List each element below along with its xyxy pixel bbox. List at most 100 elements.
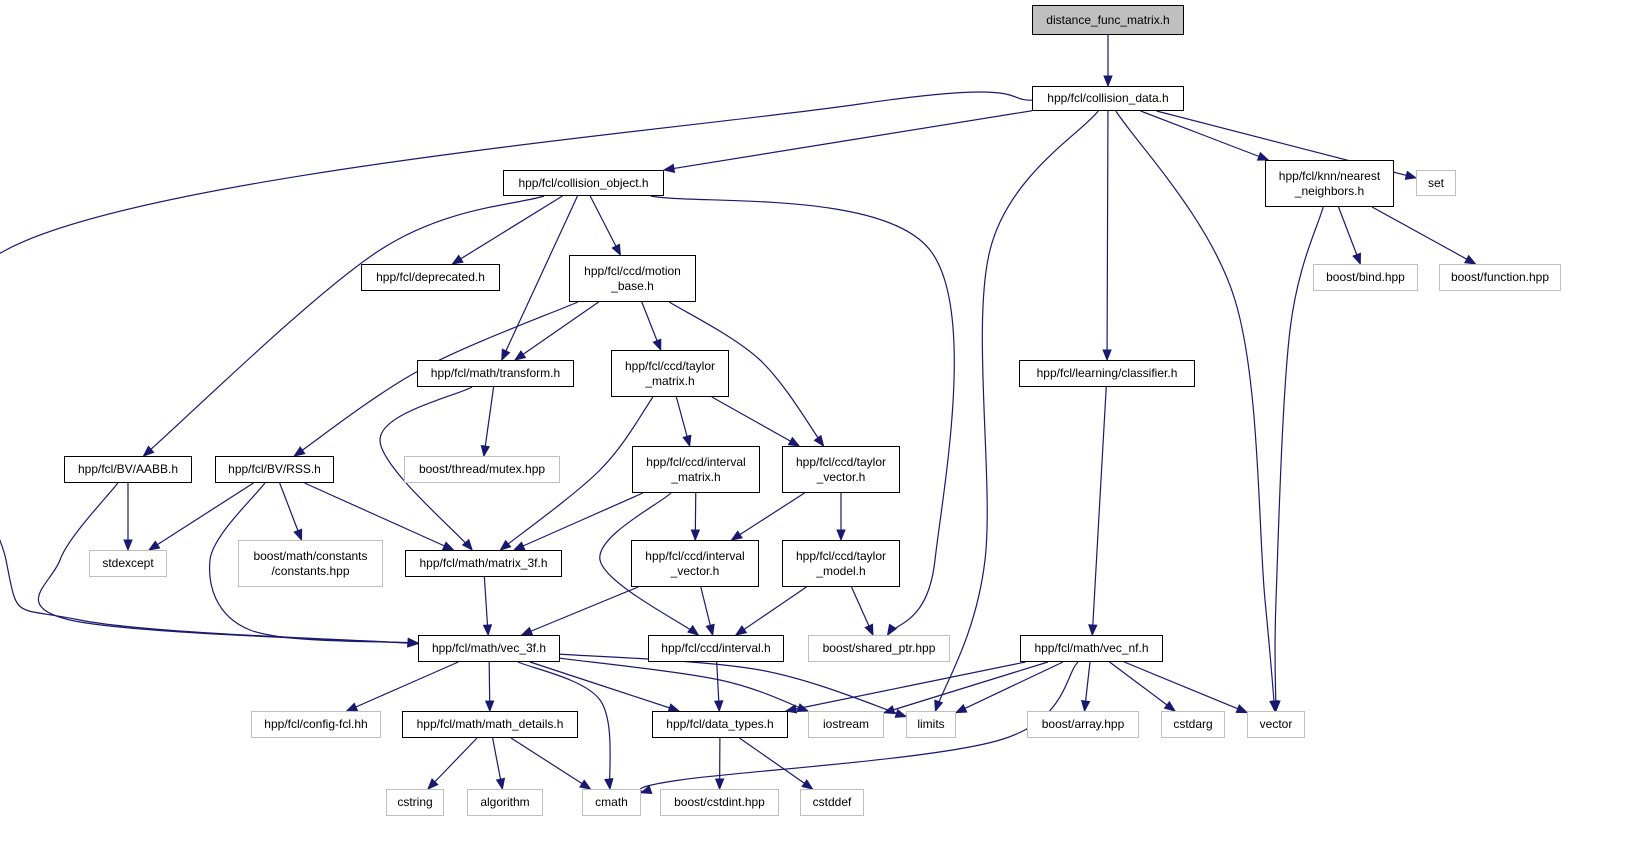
node-label-line: boost/shared_ptr.hpp xyxy=(822,641,936,655)
edge-arrowhead xyxy=(886,623,898,637)
node-aabb[interactable]: hpp/fcl/BV/AABB.h xyxy=(64,456,192,483)
node-interval-vector[interactable]: hpp/fcl/ccd/interval_vector.h xyxy=(631,540,759,587)
node-label-line: hpp/fcl/ccd/interval xyxy=(645,548,745,563)
node-taylor-vector[interactable]: hpp/fcl/ccd/taylor_vector.h xyxy=(782,446,900,493)
edge-arrowhead xyxy=(427,778,439,790)
edge-taylor-matrix-to-taylor-vector xyxy=(711,396,800,447)
node-vec-nf[interactable]: hpp/fcl/math/vec_nf.h xyxy=(1020,635,1163,662)
node-interval[interactable]: hpp/fcl/ccd/interval.h xyxy=(648,635,784,662)
edge-collision-object-to-aabb xyxy=(143,195,545,457)
node-algorithm: algorithm xyxy=(467,789,543,816)
node-boost-function: boost/function.hpp xyxy=(1439,264,1561,291)
node-label-line: hpp/fcl/BV/AABB.h xyxy=(77,462,179,476)
node-label-line: distance_func_matrix.h xyxy=(1046,12,1170,27)
edge-arrowhead xyxy=(451,254,464,265)
node-taylor-matrix[interactable]: hpp/fcl/ccd/taylor_matrix.h xyxy=(611,350,729,397)
edge-arrowhead xyxy=(461,538,474,552)
node-label-line: set xyxy=(1427,175,1444,190)
edge-arrowhead xyxy=(495,777,506,791)
edge-arrowhead xyxy=(1235,704,1249,714)
node-matrix-3f[interactable]: hpp/fcl/math/matrix_3f.h xyxy=(405,550,562,577)
edge-arrowhead xyxy=(512,541,526,551)
edge-arrowhead xyxy=(813,434,825,448)
edge-rss-to-matrix-3f xyxy=(304,482,454,551)
node-knn-nearest-neighbors[interactable]: hpp/fcl/knn/nearest_neighbors.h xyxy=(1265,160,1394,207)
edge-arrowhead xyxy=(934,699,944,713)
edge-arrowhead xyxy=(836,529,846,542)
node-label-line: hpp/fcl/ccd/taylor xyxy=(795,548,887,563)
node-label-line: boost/cstdint.hpp xyxy=(674,795,765,809)
edge-collision-data-to-knn-nearest-neighbors xyxy=(1140,110,1269,161)
edge-interval-vector-to-vec-3f xyxy=(521,586,639,636)
node-label-line: _model.h xyxy=(816,563,866,578)
node-label-line: _base.h xyxy=(611,278,654,293)
edge-collision-object-to-deprecated xyxy=(452,195,563,265)
edge-knn-nearest-neighbors-to-boost-function xyxy=(1371,206,1476,265)
edge-arrowhead xyxy=(801,779,814,790)
node-taylor-model[interactable]: hpp/fcl/ccd/taylor_model.h xyxy=(782,540,900,587)
node-math-details[interactable]: hpp/fcl/math/math_details.h xyxy=(402,711,578,738)
edge-collision-data-to-learning-classifier xyxy=(1106,110,1109,361)
edge-taylor-vector-to-interval-vector xyxy=(731,492,805,541)
node-label-line: hpp/fcl/math/matrix_3f.h xyxy=(419,556,548,570)
node-label-line: hpp/fcl/data_types.h xyxy=(666,717,774,731)
node-deprecated[interactable]: hpp/fcl/deprecated.h xyxy=(361,264,500,291)
edge-vec-3f-to-config-fcl xyxy=(346,661,459,712)
node-iostream: iostream xyxy=(808,711,884,738)
edge-taylor-matrix-to-matrix-3f xyxy=(499,396,654,551)
edge-arrowhead xyxy=(864,623,874,637)
edge-arrowhead xyxy=(1102,349,1112,362)
edge-arrowhead xyxy=(690,529,701,542)
edge-arrowhead xyxy=(714,700,724,713)
edge-arrowhead xyxy=(147,540,161,551)
node-label-line: hpp/fcl/knn/nearest xyxy=(1278,168,1381,183)
node-learning-classifier[interactable]: hpp/fcl/learning/classifier.h xyxy=(1019,360,1195,387)
edge-arrowhead xyxy=(513,350,527,361)
edge-arrowhead xyxy=(705,623,715,637)
node-label-line: hpp/fcl/deprecated.h xyxy=(376,270,485,284)
edge-arrowhead xyxy=(1103,75,1113,88)
edge-collision-data-to-collision-object xyxy=(663,110,1033,171)
node-limits: limits xyxy=(906,711,956,738)
edge-arrowhead xyxy=(682,434,692,448)
node-label-line: hpp/fcl/config-fcl.hh xyxy=(264,717,368,731)
node-data-types[interactable]: hpp/fcl/data_types.h xyxy=(652,711,788,738)
node-boost-constants: boost/math/constants/constants.hpp xyxy=(238,540,383,587)
node-rss[interactable]: hpp/fcl/BV/RSS.h xyxy=(215,456,334,483)
edge-arrowhead xyxy=(787,436,801,447)
node-vec-3f[interactable]: hpp/fcl/math/vec_3f.h xyxy=(418,635,560,662)
edge-arrowhead xyxy=(293,528,303,542)
edge-arrowhead xyxy=(484,700,495,713)
node-motion-base[interactable]: hpp/fcl/ccd/motion_base.h xyxy=(569,255,696,302)
node-collision-object[interactable]: hpp/fcl/collision_object.h xyxy=(503,170,664,196)
node-label-line: _matrix.h xyxy=(671,469,721,484)
edge-rss-to-vec-3f xyxy=(208,482,419,644)
edge-vec-3f-to-limits xyxy=(559,653,907,718)
node-label-line: hpp/fcl/BV/RSS.h xyxy=(228,462,321,476)
edge-math-details-to-cmath xyxy=(510,737,591,790)
node-label-line: /constants.hpp xyxy=(271,563,350,578)
edge-collision-object-to-boost-shared-ptr xyxy=(650,195,955,636)
node-label-line: hpp/fcl/ccd/interval xyxy=(646,454,746,469)
node-config-fcl: hpp/fcl/config-fcl.hh xyxy=(251,711,381,738)
node-transform[interactable]: hpp/fcl/math/transform.h xyxy=(417,360,574,387)
node-interval-matrix[interactable]: hpp/fcl/ccd/interval_matrix.h xyxy=(632,446,760,493)
node-label-line: _vector.h xyxy=(670,563,720,578)
node-label-line: limits xyxy=(917,717,945,731)
node-label-line: hpp/fcl/ccd/taylor xyxy=(624,358,716,373)
edge-arrowhead xyxy=(482,624,493,637)
edge-interval-matrix-to-interval xyxy=(599,492,699,636)
node-label-line: algorithm xyxy=(480,795,530,809)
node-distance-func-matrix: distance_func_matrix.h xyxy=(1032,5,1184,35)
edge-arrowhead xyxy=(499,539,512,551)
node-boost-array: boost/array.hpp xyxy=(1027,711,1139,738)
edge-vec-nf-to-data-types xyxy=(785,661,1026,712)
node-label-line: hpp/fcl/learning/classifier.h xyxy=(1036,366,1178,380)
node-cstddef: cstddef xyxy=(800,789,864,816)
edge-math-details-to-cstring xyxy=(427,737,478,790)
edge-arrowhead xyxy=(501,348,511,362)
node-collision-data[interactable]: hpp/fcl/collision_data.h xyxy=(1032,86,1184,111)
edge-arrowhead xyxy=(123,539,133,552)
node-label-line: cstdarg xyxy=(1173,717,1213,731)
edge-arrowhead xyxy=(1404,170,1418,180)
